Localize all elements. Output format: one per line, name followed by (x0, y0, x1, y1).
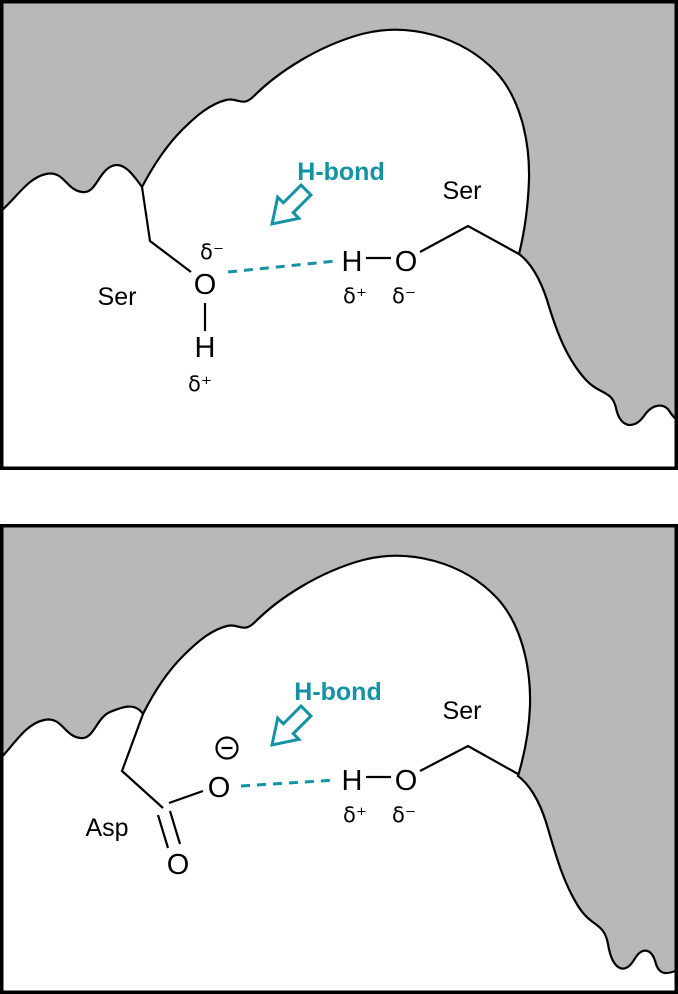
carboxylate-oxygen-single: O (208, 772, 231, 804)
left-ser-sidechain-bond (140, 186, 192, 273)
hydrogen-bond-dashed-line (227, 259, 337, 274)
right-delta-plus-label: δ⁺ (343, 284, 367, 308)
left-delta-minus-label: δ⁻ (200, 240, 224, 264)
right-ser-sidechain-bond (419, 224, 520, 255)
protein-surface-outline (0, 554, 678, 975)
carboxylate-oxygen-double: O (167, 849, 190, 881)
left-hydrogen-atom: H (195, 332, 216, 364)
panel-border (0, 0, 678, 470)
protein-surface-shape (0, 0, 678, 426)
panel-upper-ser-ser: H-bond Ser O δ⁻ H δ⁺ H O δ⁺ δ⁻ Ser (0, 0, 678, 470)
left-delta-plus-label: δ⁺ (188, 372, 212, 396)
hbond-arrow-icon (270, 703, 314, 747)
hbond-label: H-bond (297, 158, 384, 186)
right-hydrogen-atom: H (342, 246, 363, 278)
panel-border (0, 524, 678, 994)
asp-sidechain-bond (120, 713, 164, 809)
right-delta-minus-label: δ⁻ (392, 803, 416, 827)
right-oxygen-atom: O (395, 246, 418, 278)
hbond-arrow-icon (270, 182, 314, 226)
hbond-label: H-bond (294, 678, 381, 706)
protein-surface-outline (0, 28, 678, 426)
right-delta-plus-label: δ⁺ (343, 803, 367, 827)
right-delta-minus-label: δ⁻ (392, 284, 416, 308)
left-residue-label: Ser (98, 283, 137, 311)
right-residue-label: Ser (443, 177, 482, 205)
right-hydrogen-atom: H (342, 765, 363, 797)
panel-lower-asp-ser: H-bond Asp O O H O δ⁺ δ⁻ Ser (0, 524, 678, 994)
left-oxygen-atom: O (194, 269, 217, 301)
asp-double-bond-line-1 (156, 814, 170, 849)
left-residue-label: Asp (85, 814, 128, 842)
right-ser-sidechain-bond (419, 744, 519, 775)
right-oxygen-atom: O (395, 765, 418, 797)
right-residue-label: Ser (443, 697, 482, 725)
protein-surface-shape (0, 524, 678, 974)
asp-double-bond-line-2 (168, 810, 182, 845)
asp-single-bond-to-oxygen (168, 789, 204, 805)
